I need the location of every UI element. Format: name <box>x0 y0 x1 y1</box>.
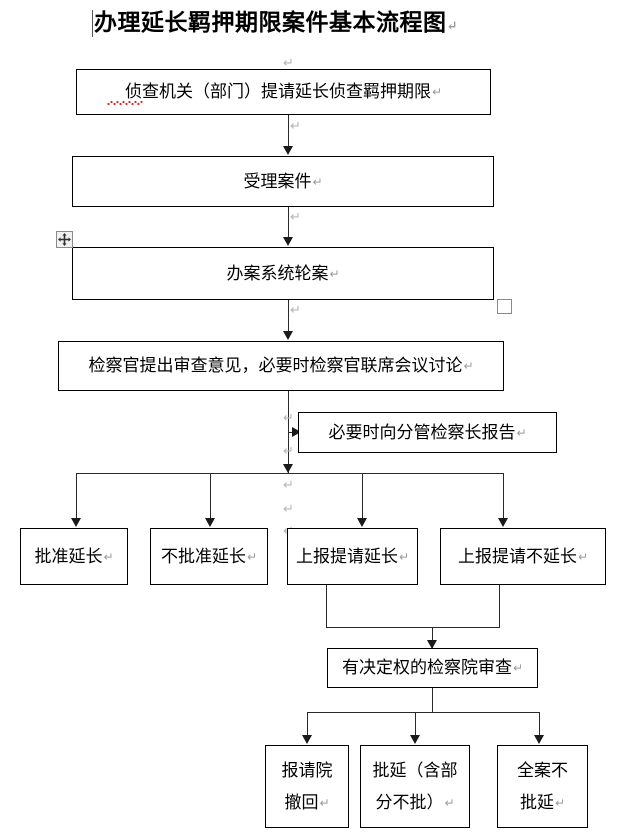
node-escalate-request-no-extension[interactable]: 上报提请不延长↵ <box>440 528 606 585</box>
node-label: 侦查机关（部门）提请延长侦查羁押期限 <box>124 82 431 102</box>
spellcheck-underline <box>107 101 143 105</box>
arrowhead-branch-4 <box>498 518 508 527</box>
node-accept-case[interactable]: 受理案件↵ <box>72 156 494 207</box>
node-label-line1: 报请院 <box>281 760 333 781</box>
paragraph-mark: ↵ <box>290 119 301 134</box>
node-label-line2: 批延↵ <box>519 792 566 813</box>
arrowhead-final-1 <box>302 735 312 744</box>
text-cursor <box>92 10 93 37</box>
arrowhead-n2-n3 <box>283 237 293 246</box>
node-label: 上报提请不延长 <box>457 546 577 567</box>
arrowhead-final-3 <box>534 735 544 744</box>
paragraph-mark: ↵ <box>283 502 294 517</box>
node-label-line1: 全案不 <box>517 760 568 781</box>
connector-distribution-bar <box>76 473 504 474</box>
connector-branch-1 <box>76 473 77 519</box>
connector-branch-4 <box>503 473 504 519</box>
node-label: 受理案件 <box>243 171 312 192</box>
arrowhead-n4-trunk <box>283 464 293 473</box>
page-title: 办理延长羁押期限案件基本流程图↵ <box>94 9 458 36</box>
arrowhead-final-2 <box>410 735 420 744</box>
connector-branch-3 <box>362 473 363 519</box>
connector-branch-2 <box>210 473 211 519</box>
paragraph-mark: ↵ <box>283 411 294 426</box>
pilcrow: ↵ <box>554 795 566 810</box>
node-approve-extension[interactable]: 批准延长↵ <box>20 528 128 585</box>
pilcrow: ↵ <box>463 359 474 373</box>
pilcrow: ↵ <box>516 425 527 440</box>
node-request-withdrawal[interactable]: 报请院 撤回↵ <box>265 745 349 828</box>
node-label-line2: 撤回↵ <box>284 792 330 813</box>
connector-final-3 <box>539 712 540 736</box>
pilcrow: ↵ <box>312 174 323 189</box>
connector-n9-merge <box>499 585 500 627</box>
pilcrow: ↵ <box>398 549 410 564</box>
pilcrow: ↵ <box>512 661 524 675</box>
arrowhead-branch-3 <box>357 518 367 527</box>
arrowhead-n10 <box>427 640 437 649</box>
pilcrow: ↵ <box>329 266 340 281</box>
pilcrow: ↵ <box>319 795 330 810</box>
node-escalate-request-extension[interactable]: 上报提请延长↵ <box>287 528 418 585</box>
node-case-system-assignment[interactable]: 办案系统轮案↵ <box>72 247 494 300</box>
move-handle-icon[interactable] <box>56 231 73 248</box>
node-label-line1: 批延（含部 <box>372 760 458 781</box>
arrowhead-n1-n2 <box>283 146 293 155</box>
arrowhead-n4-n5 <box>292 427 301 437</box>
arrowhead-branch-2 <box>205 518 215 527</box>
connector-final-1 <box>307 712 308 736</box>
paragraph-mark: ↵ <box>283 478 294 493</box>
node-label-line2: 分不批）↵ <box>375 792 455 813</box>
resize-handle-icon[interactable] <box>497 299 512 314</box>
node-label: 不批准延长 <box>160 546 246 567</box>
connector-merge-n10 <box>432 627 433 648</box>
arrowhead-branch-1 <box>71 518 81 527</box>
node-label: 办案系统轮案 <box>226 263 329 284</box>
paragraph-mark: ↵ <box>290 210 301 225</box>
pilcrow: ↵ <box>431 85 443 99</box>
pilcrow: ↵ <box>577 549 589 564</box>
node-prosecutor-opinion[interactable]: 检察官提出审查意见，必要时检察官联席会议讨论↵ <box>58 341 504 391</box>
pilcrow: ↵ <box>103 549 114 564</box>
pilcrow: ↵ <box>444 795 455 810</box>
paragraph-mark: ↵ <box>290 303 301 318</box>
connector-final-bar <box>307 712 539 713</box>
connector-n1-n2 <box>288 115 289 147</box>
node-label: 批准延长 <box>34 546 103 567</box>
node-approve-with-partial-denial[interactable]: 批延（含部 分不批）↵ <box>360 745 470 828</box>
connector-n3-n4 <box>288 300 289 332</box>
node-investigation-request[interactable]: 侦查机关（部门）提请延长侦查羁押期限↵ <box>76 69 491 115</box>
node-full-denial[interactable]: 全案不 批延↵ <box>497 745 588 828</box>
connector-merge-bar <box>326 627 500 628</box>
connector-n2-n3 <box>288 207 289 238</box>
connector-n8-merge <box>326 585 327 627</box>
pilcrow: ↵ <box>246 549 258 564</box>
pilcrow-title: ↵ <box>446 19 458 34</box>
paragraph-mark: ↵ <box>283 444 294 459</box>
node-report-to-chief-prosecutor[interactable]: 必要时向分管检察长报告↵ <box>298 412 557 453</box>
node-label: 有决定权的检察院审查 <box>341 658 512 678</box>
node-reject-extension[interactable]: 不批准延长↵ <box>150 528 268 585</box>
connector-final-2 <box>415 712 416 736</box>
arrowhead-n3-n4 <box>283 331 293 340</box>
connector-n10-trunk <box>432 688 433 712</box>
node-label: 必要时向分管检察长报告 <box>328 422 516 443</box>
node-deciding-procuratorate-review[interactable]: 有决定权的检察院审查↵ <box>327 648 538 688</box>
node-label: 检察官提出审查意见，必要时检察官联席会议讨论 <box>88 356 463 376</box>
paragraph-mark: ↵ <box>283 56 294 71</box>
node-label: 上报提请延长 <box>295 546 398 567</box>
